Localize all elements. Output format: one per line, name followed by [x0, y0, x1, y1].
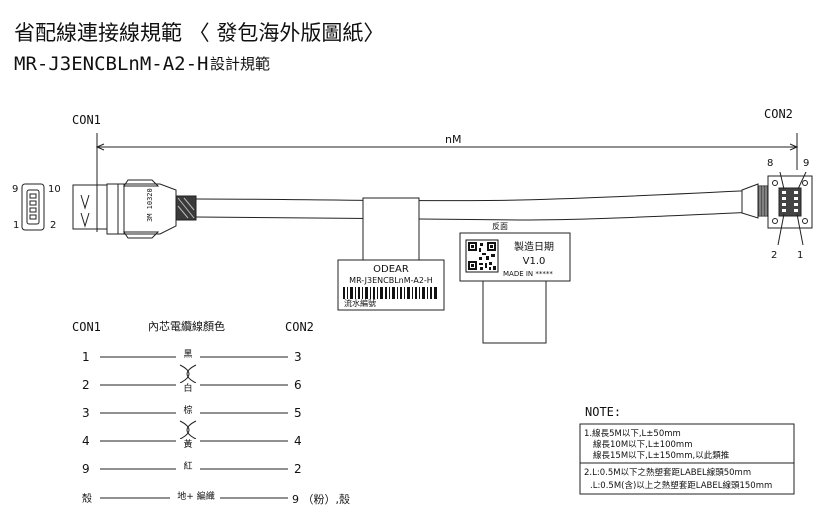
label-brand: ODEAR — [373, 264, 409, 275]
length-label: nM — [445, 133, 461, 146]
serial-caption: 流水編號 — [344, 298, 376, 308]
wiring-row-6: 殼 地+ 編織 9 （粉）,殼 — [82, 490, 350, 506]
note-2b: .L:0.5M(含)以上之熱塑套距LABEL線頭150mm — [590, 480, 772, 491]
wiring-row-4-right: 4 — [294, 434, 302, 448]
wiring-row-4-left: 4 — [82, 434, 90, 448]
con1-plug — [72, 179, 177, 239]
con1-pin-9: 9 — [12, 184, 18, 195]
label-tag-left — [337, 259, 445, 311]
notes-table — [579, 423, 795, 495]
con1-face — [21, 183, 45, 231]
drawing-title: 省配線連接線規範 〈 發包海外版圖紙〉 — [14, 21, 384, 45]
wiring-row-5: 9 紅 2 — [82, 460, 302, 476]
back-side-caption: 反面 — [492, 221, 508, 231]
label-model: MR-J3ENCBLnM-A2-H — [349, 276, 433, 285]
con2-pin-9: 9 — [803, 158, 809, 169]
note-1b: 線長10M以下,L±100mm — [593, 439, 693, 450]
con2-pin-1: 1 — [797, 250, 803, 261]
wiring-row-5-right: 2 — [294, 462, 302, 476]
strain-relief — [175, 195, 197, 221]
wiring-row-3-left: 3 — [82, 406, 90, 420]
wiring-row-2: 2 白 6 — [82, 378, 302, 394]
wiring-header-con1: CON1 — [72, 320, 101, 334]
version-label: V1.0 — [523, 256, 546, 267]
con1-pin-10: 10 — [48, 184, 61, 195]
cable — [195, 189, 761, 221]
note-2: 2.L:0.5M以下之熱塑套距LABEL線頭50mm — [584, 467, 751, 478]
con1-pin-1: 1 — [13, 220, 19, 231]
twisted-pair-1 — [179, 364, 197, 384]
con1-pin-2: 2 — [50, 220, 56, 231]
label-sleeve-right — [482, 279, 547, 344]
wiring-row-3: 3 棕 5 — [82, 404, 302, 420]
wiring-row-3-color: 棕 — [183, 404, 192, 416]
con2-label: CON2 — [764, 107, 793, 121]
note-1c: 線長15M以下,L±150mm,以此類推 — [593, 450, 730, 461]
wiring-row-1-left: 1 — [82, 350, 90, 364]
wiring-row-2-left: 2 — [82, 378, 90, 392]
wiring-row-5-left: 9 — [82, 462, 90, 476]
con2-pin-2: 2 — [771, 250, 777, 261]
qr-code-icon — [465, 239, 499, 273]
wiring-row-6-left: 殼 — [82, 492, 92, 505]
length-dimension — [95, 133, 799, 232]
twisted-pair-2 — [179, 420, 197, 440]
wiring-row-5-color: 紅 — [183, 461, 192, 472]
made-in-label: MADE IN ***** — [503, 270, 553, 278]
con1-body-marking: 3M 10320 — [146, 188, 154, 222]
model-number: MR-J3ENCBLnM-A2-H — [14, 53, 208, 75]
wiring-row-1-right: 3 — [294, 350, 302, 364]
wiring-row-3-right: 5 — [294, 406, 302, 420]
notes-title: NOTE: — [585, 405, 621, 419]
manufacture-date-caption: 製造日期 — [514, 240, 554, 253]
wiring-row-2-color: 白 — [183, 382, 192, 394]
model-suffix: 設計規範 — [210, 55, 270, 73]
wiring-row-1: 1 黑 3 — [82, 348, 302, 364]
barcode — [343, 287, 437, 299]
note-1: 1.線長5M以下,L±50mm — [584, 428, 681, 439]
wiring-row-6-right: 9 （粉）,殼 — [292, 493, 350, 506]
con1-label: CON1 — [72, 113, 101, 127]
con2-pin-8: 8 — [767, 158, 773, 169]
wiring-row-4-color: 黃 — [183, 438, 192, 450]
label-sleeve-left — [362, 197, 420, 261]
wiring-row-6-color: 地+ 編織 — [177, 490, 214, 502]
con2-plug — [741, 171, 813, 246]
wiring-header-color: 內芯電纜線顏色 — [148, 319, 225, 333]
wiring-row-2-right: 6 — [294, 378, 302, 392]
wiring-row-4: 4 黃 4 — [82, 434, 302, 450]
wiring-header-con2: CON2 — [285, 320, 314, 334]
wiring-row-1-color: 黑 — [183, 349, 192, 360]
